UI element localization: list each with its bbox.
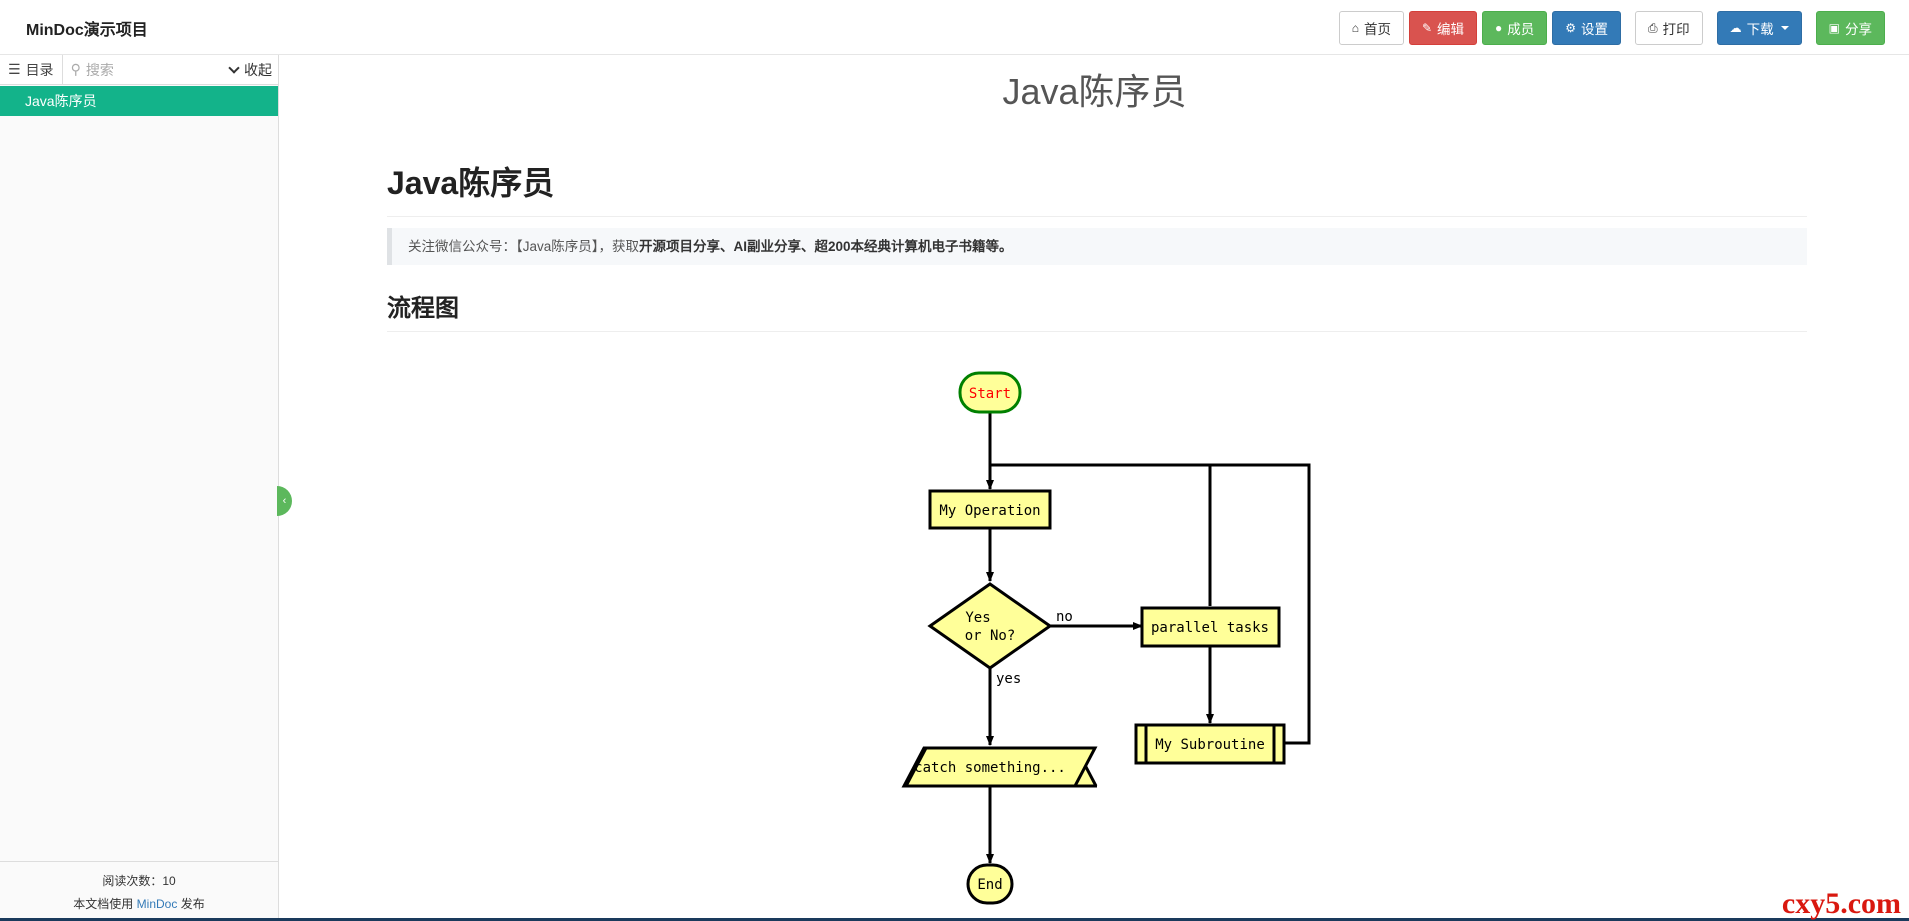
node-parallel-label: parallel tasks [1151, 620, 1269, 636]
collapse-label: 收起 [244, 61, 272, 78]
search-placeholder: 搜索 [85, 61, 114, 78]
powered-prefix: 本文档使用 [73, 897, 134, 911]
heading-1: Java陈序员 [387, 158, 1807, 217]
search-icon: ⚲ [70, 61, 81, 77]
node-operation-label: My Operation [939, 503, 1040, 519]
toc-tab-label: 目录 [25, 61, 54, 78]
home-icon: ⌂ [1351, 21, 1359, 35]
home-button-label: 首页 [1363, 22, 1391, 37]
edge-label-no: no [1056, 609, 1073, 625]
toolbar-spacer [1708, 11, 1712, 45]
members-button-label: 成员 [1507, 22, 1535, 37]
node-start-label: Start [969, 386, 1011, 402]
share-button[interactable]: ▣ 分享 [1815, 11, 1885, 45]
powered-by: 本文档使用 MinDoc 发布 [0, 895, 278, 912]
quote-bold-text: 开源项目分享、AI副业分享、超200本经典计算机电子书籍等。 [639, 239, 1013, 254]
node-end: End [966, 863, 1014, 905]
cloud-download-icon: ☁ [1729, 21, 1742, 35]
sidebar: ☰ 目录 ⚲ 搜索 收起 Java陈序员 阅读次数：10 本文档使用 MinDo… [0, 54, 279, 921]
toc-item-active[interactable]: Java陈序员 [0, 86, 278, 116]
edit-button[interactable]: ✎ 编辑 [1408, 11, 1478, 45]
node-start: Start [958, 371, 1022, 414]
toolbar-spacer [1626, 11, 1630, 45]
edge-parallel-loop [990, 463, 1212, 606]
list-icon: ☰ [8, 61, 21, 77]
print-icon: ⎙ [1648, 20, 1658, 35]
document-title: Java陈序员 [1002, 71, 1187, 112]
caret-down-icon [1780, 26, 1789, 30]
toolbar: ⌂ 首页 ✎ 编辑 ● 成员 ⚙ 设置 ⎙ 打印 ☁ 下载 ▣ 分享 [1338, 11, 1885, 45]
watermark: cxy5.com [1781, 887, 1901, 920]
download-button-label: 下载 [1746, 22, 1774, 37]
print-button[interactable]: ⎙ 打印 [1635, 11, 1703, 45]
user-icon: ● [1495, 21, 1503, 35]
search-input[interactable]: ⚲ 搜索 [63, 60, 230, 80]
collapse-button[interactable]: 收起 [228, 60, 278, 80]
members-button[interactable]: ● 成员 [1482, 11, 1548, 45]
heading-2: 流程图 [387, 288, 1807, 332]
node-input-output-label: catch something... [914, 760, 1066, 776]
print-button-label: 打印 [1662, 22, 1690, 37]
share-icon: ▣ [1828, 21, 1840, 35]
powered-suffix: 发布 [180, 897, 205, 911]
quote-text: 关注微信公众号：【Java陈序员】，获取 [408, 239, 640, 254]
sidebar-toggle-button[interactable]: ‹ [277, 486, 292, 516]
node-subroutine: My Subroutine [1134, 723, 1286, 765]
settings-button-label: 设置 [1581, 22, 1609, 37]
node-condition-line2: or No? [965, 628, 1016, 644]
gear-icon: ⚙ [1565, 21, 1577, 35]
bottom-bar [0, 918, 1909, 921]
top-header: MinDoc演示项目 ⌂ 首页 ✎ 编辑 ● 成员 ⚙ 设置 ⎙ 打印 ☁ 下载 [0, 0, 1909, 55]
chevron-left-icon: ‹ [282, 495, 287, 507]
edge-subroutine-loop [990, 463, 1311, 745]
node-end-label: End [977, 877, 1002, 893]
node-subroutine-label: My Subroutine [1155, 737, 1265, 753]
toolbar-spacer [1807, 11, 1811, 45]
project-title[interactable]: MinDoc演示项目 [26, 22, 148, 39]
home-button[interactable]: ⌂ 首页 [1338, 11, 1404, 45]
sidebar-toolbar: ☰ 目录 ⚲ 搜索 收起 [0, 54, 278, 85]
download-button[interactable]: ☁ 下载 [1716, 11, 1802, 45]
flowchart-connectors [986, 412, 1311, 864]
blockquote: 关注微信公众号：【Java陈序员】，获取开源项目分享、AI副业分享、超200本经… [387, 228, 1807, 265]
node-input-output: catch something... [901, 746, 1098, 788]
node-operation: My Operation [928, 489, 1052, 530]
flowchart: Start My Operation Yes or No? no yes par… [901, 371, 1311, 905]
sidebar-footer: 阅读次数：10 本文档使用 MinDoc 发布 [0, 861, 278, 921]
read-count: 阅读次数：10 [102, 874, 176, 888]
node-parallel: parallel tasks [1140, 606, 1281, 648]
settings-button[interactable]: ⚙ 设置 [1552, 11, 1622, 45]
node-condition-line1: Yes [965, 610, 990, 626]
edge-label-yes: yes [996, 671, 1021, 687]
mindoc-link[interactable]: MinDoc [136, 897, 178, 911]
chevron-down-icon [228, 61, 240, 74]
document-content: Java陈序员 Java陈序员 关注微信公众号：【Java陈序员】，获取开源项目… [280, 55, 1909, 921]
edit-icon: ✎ [1421, 21, 1433, 35]
toc-tab[interactable]: ☰ 目录 [0, 54, 63, 85]
share-button-label: 分享 [1845, 22, 1872, 37]
edit-button-label: 编辑 [1437, 22, 1465, 37]
node-condition: Yes or No? [927, 582, 1053, 670]
